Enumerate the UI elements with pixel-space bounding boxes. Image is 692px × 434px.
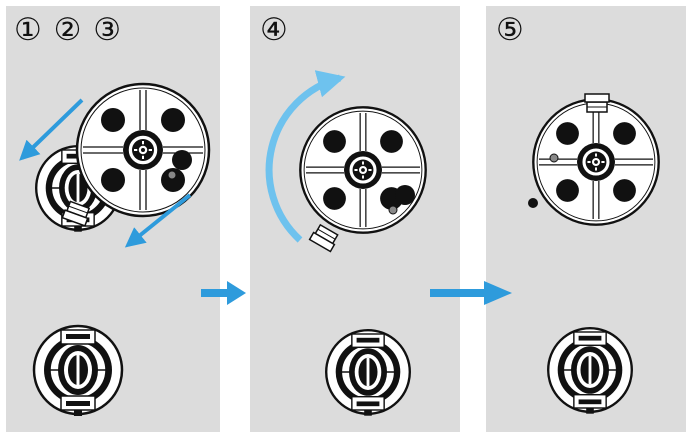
panel3-reel bbox=[528, 93, 660, 226]
motion-arrow-upper-icon bbox=[19, 98, 84, 161]
step-label-3: ⑤ bbox=[496, 12, 525, 48]
next-arrow-2-icon bbox=[430, 281, 512, 305]
panel1-reel bbox=[75, 82, 211, 218]
step-label-2: ④ bbox=[260, 12, 289, 48]
next-arrow-1-icon bbox=[201, 281, 246, 305]
motion-arrow-lower-icon bbox=[124, 193, 192, 248]
step-label-1: ① ② ③ bbox=[14, 12, 123, 48]
panel3-mount bbox=[547, 327, 633, 415]
panel2-mount bbox=[325, 329, 411, 417]
panel2-reel bbox=[299, 106, 427, 253]
panel1-mount bbox=[32, 324, 124, 418]
rotate-arrow-icon bbox=[265, 70, 346, 243]
